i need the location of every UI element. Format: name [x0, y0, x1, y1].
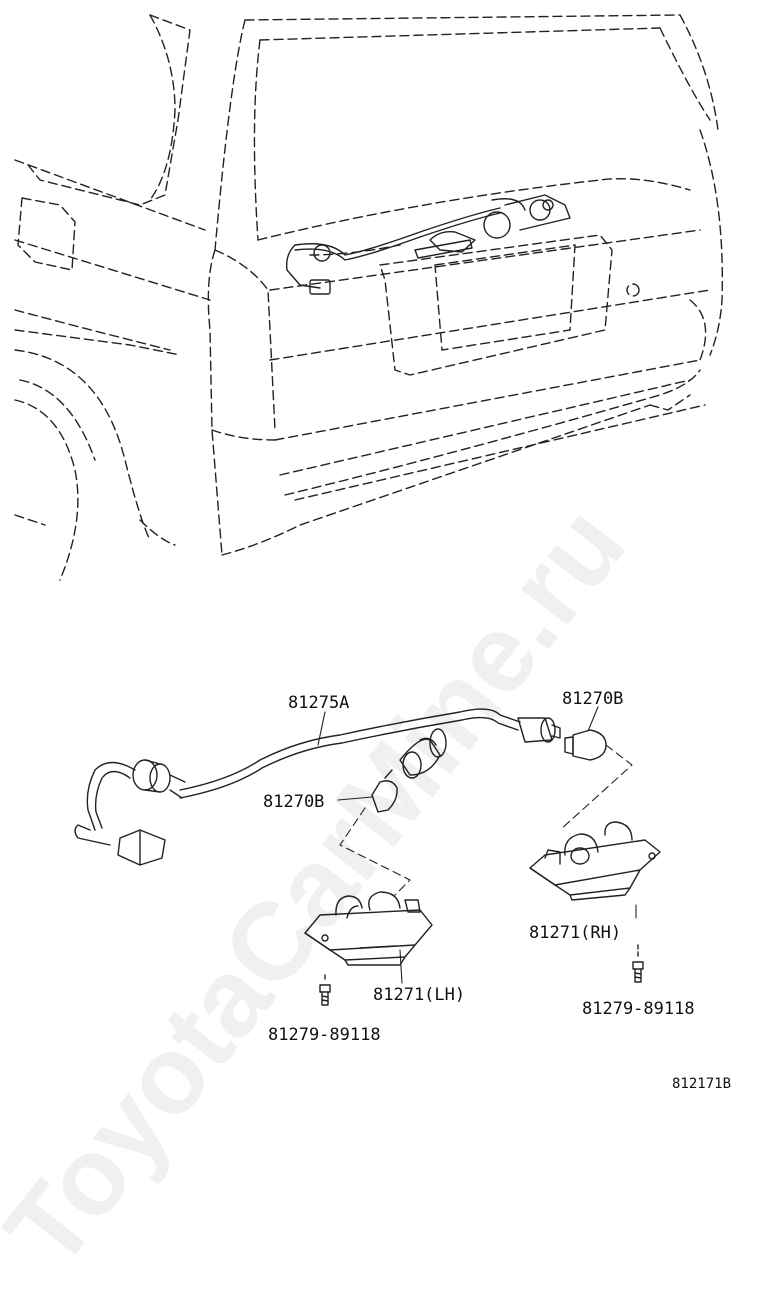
- install-lines: [339, 744, 633, 896]
- screw-rh: [632, 944, 644, 983]
- bulb-81270B-rh: [564, 729, 607, 761]
- bulb-81270B-lh: [371, 769, 398, 813]
- harness-81275A: [74, 708, 561, 866]
- screw-lh: [319, 974, 331, 1006]
- label-lamp-rh: 81271(RH): [529, 923, 622, 943]
- label-screw-rh: 81279-89118: [582, 999, 695, 1019]
- leader-lines: [317, 706, 637, 984]
- lamp-81271-rh: [529, 821, 661, 901]
- vehicle-body: [14, 14, 723, 581]
- installed-harness: [285, 194, 571, 295]
- lamp-81271-lh: [304, 891, 433, 966]
- figure-reference: 812171B: [672, 1076, 732, 1092]
- parts-diagram: [14, 14, 723, 1006]
- label-screw-lh: 81279-89118: [268, 1025, 381, 1045]
- label-bulb-rh: 81270B: [562, 689, 624, 709]
- label-lamp-lh: 81271(LH): [373, 985, 466, 1005]
- label-bulb-lh: 81270B: [263, 792, 325, 812]
- label-harness: 81275A: [288, 693, 350, 713]
